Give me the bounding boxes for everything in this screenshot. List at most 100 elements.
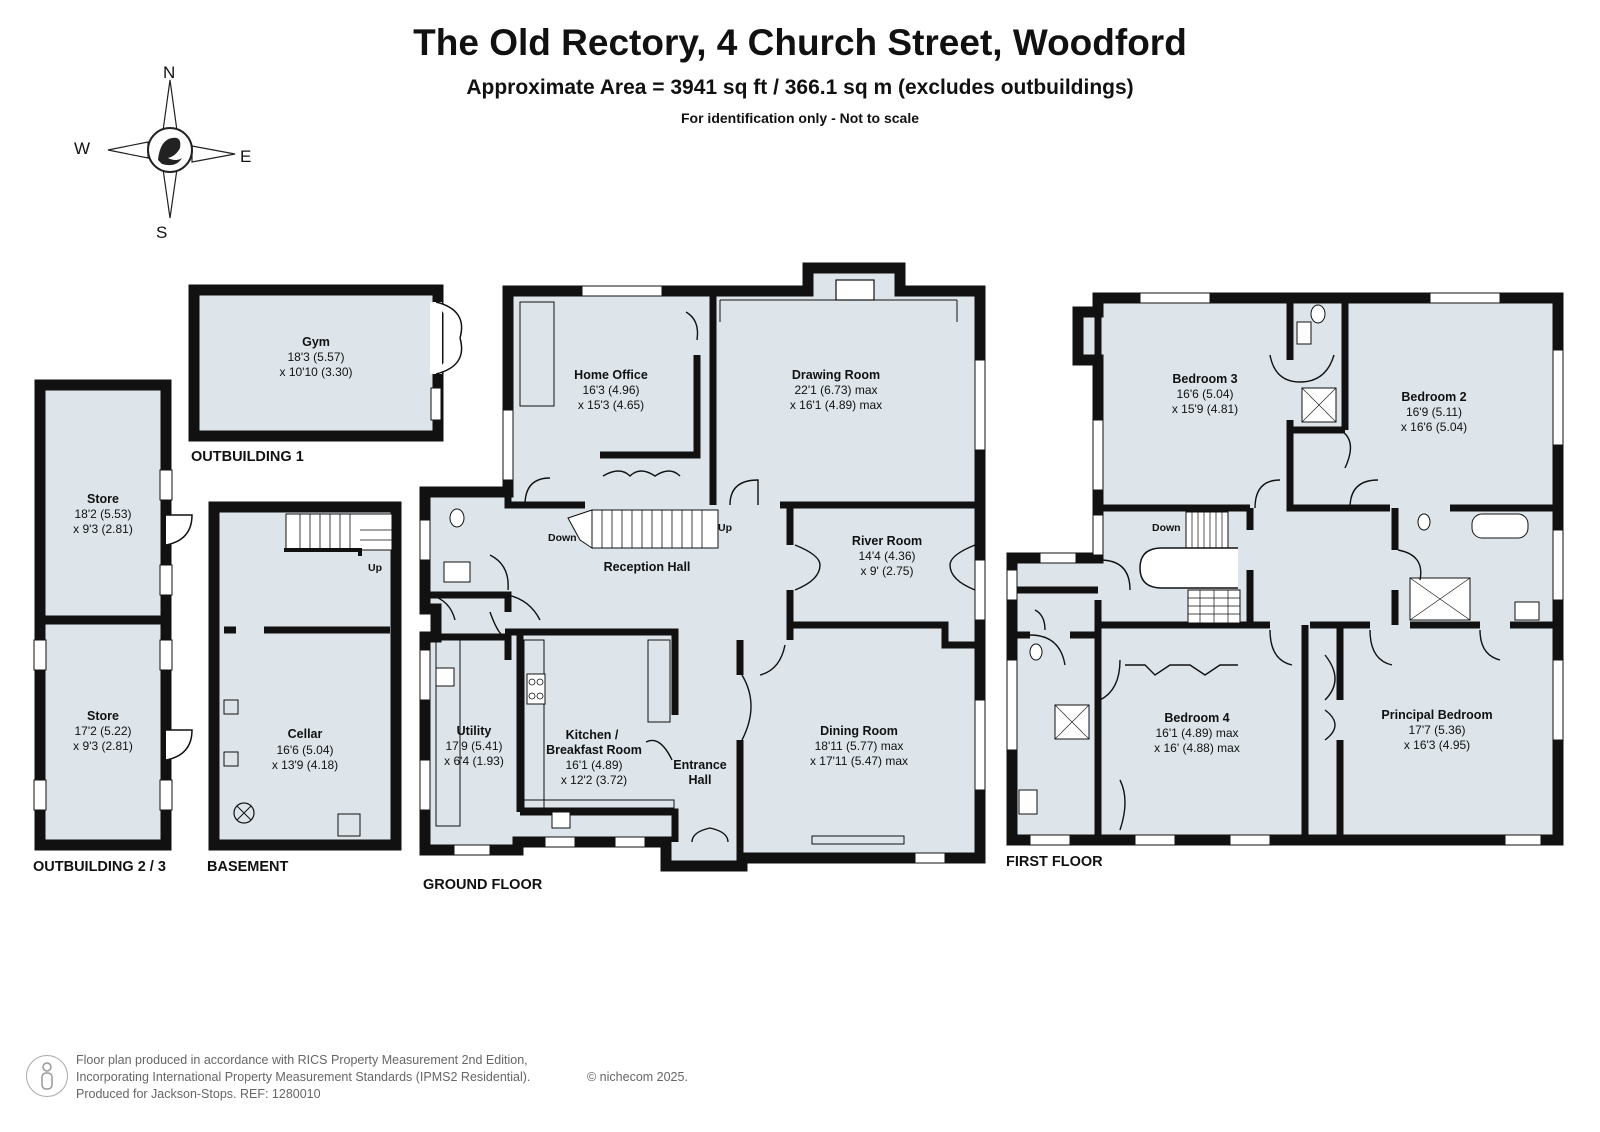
store-door [165, 729, 193, 761]
window [614, 836, 646, 848]
bedroom-2-dim-1: 16'9 (5.11) [1406, 405, 1462, 419]
toilet-icon [1029, 643, 1043, 661]
principal-bedroom-dim-2: x 16'3 (4.95) [1404, 738, 1470, 752]
window [1029, 834, 1071, 846]
home-office-dim-2: x 15'3 (4.65) [578, 398, 644, 412]
bedroom-3-dim-2: x 15'9 (4.81) [1172, 402, 1238, 416]
bedroom-3-dim-1: 16'6 (5.04) [1177, 387, 1234, 401]
river-room-dim-2: x 9' (2.75) [861, 564, 914, 578]
window [1092, 419, 1104, 491]
store-1-dim-2: x 9'3 (2.81) [73, 522, 133, 536]
compass-e: E [240, 147, 251, 166]
gym-window [430, 387, 442, 421]
basement-stairs-up-label: Up [368, 562, 382, 574]
river-room-dim-1: 14'4 (4.36) [859, 549, 916, 563]
utility-name: Utility [457, 724, 492, 738]
ground-stairs-down-label: Down [548, 532, 577, 544]
window [1139, 292, 1211, 304]
stores-block [34, 379, 172, 851]
outbuilding-1-label: OUTBUILDING 1 [191, 449, 304, 465]
basin-icon [443, 561, 471, 583]
ground-floor-label: GROUND FLOOR [423, 877, 543, 893]
window [419, 519, 431, 561]
kitchen-worktop [523, 799, 675, 809]
bathroom-fixtures [1018, 304, 1540, 815]
compass-emblem-mark [158, 137, 182, 166]
bedroom-4-dim-2: x 16' (4.88) max [1154, 741, 1240, 755]
cellar-name: Cellar [288, 727, 323, 741]
first-stairs-down-label: Down [1152, 522, 1181, 534]
store-window [159, 564, 173, 596]
kitchen-worktop [647, 639, 671, 723]
principal-bedroom-name: Principal Bedroom [1381, 708, 1492, 722]
outbuilding-2-3-label: OUTBUILDING 2 / 3 [33, 859, 166, 875]
home-office-dim-1: 16'3 (4.96) [583, 383, 640, 397]
compass-arrow-east [191, 145, 236, 163]
entrance-hall-name-1: Entrance [673, 758, 727, 772]
kitchen-dim-2: x 12'2 (3.72) [561, 773, 627, 787]
store-2-name: Store [87, 709, 119, 723]
basin-icon [1296, 321, 1312, 345]
ground-floor: Down Up Home Office 16'3 (4.96) x 15'3 (… [419, 262, 986, 893]
first-floor-doors [1029, 354, 1501, 831]
window [1134, 834, 1176, 846]
first-floor-outline [1006, 292, 1564, 846]
gym-name: Gym [302, 335, 330, 349]
kitchen-dim-1: 16'1 (4.89) [566, 758, 623, 772]
window [1092, 514, 1104, 556]
dining-room-dim-2: x 17'11 (5.47) max [810, 754, 908, 768]
footer-line-3: Produced for Jackson-Stops. REF: 1280010 [76, 1087, 321, 1101]
compass-n: N [163, 63, 175, 82]
store-window [159, 779, 173, 811]
reception-hall-name: Reception Hall [604, 560, 691, 574]
basin-icon [1018, 789, 1038, 815]
kitchen-sink-icon [551, 811, 571, 829]
toilet-icon [1310, 304, 1326, 324]
boiler-symbol [233, 802, 255, 824]
bedroom-4-dim-1: 16'1 (4.89) max [1156, 726, 1239, 740]
area-summary: Approximate Area = 3941 sq ft / 366.1 sq… [466, 76, 1134, 99]
dining-room-name: Dining Room [820, 724, 898, 738]
store-1-name: Store [87, 492, 119, 506]
ground-floor-doors [429, 311, 976, 843]
kitchen-name-1: Kitchen / [566, 728, 619, 742]
toilet-icon [449, 508, 465, 528]
bedroom-2-dim-2: x 16'6 (5.04) [1401, 420, 1467, 434]
principal-bedroom-dim-1: 17'7 (5.36) [1409, 723, 1466, 737]
gym-door-opening [430, 302, 442, 374]
ground-floor-internal-walls [430, 291, 975, 858]
cellar-dim-2: x 13'9 (4.18) [272, 758, 338, 772]
store-window [33, 639, 47, 671]
first-floor-windows [1006, 292, 1564, 846]
window [1429, 292, 1501, 304]
window [1552, 349, 1564, 446]
dining-room-dim-1: 18'11 (5.77) max [815, 739, 904, 753]
footer: Floor plan produced in accordance with R… [76, 1052, 688, 1103]
gym-dim-1: 18'3 (5.57) [288, 350, 345, 364]
window [1039, 552, 1077, 564]
fireplace [835, 279, 875, 301]
basin-icon [1514, 601, 1540, 621]
store-window [159, 469, 173, 501]
basement: Up Cellar 16'6 (5.04) x 13'9 (4.18) BASE… [207, 501, 402, 875]
store-2-dim-2: x 9'3 (2.81) [73, 739, 133, 753]
first-floor-label: FIRST FLOOR [1006, 854, 1103, 870]
basement-outline [208, 501, 402, 851]
footer-line-1: Floor plan produced in accordance with R… [76, 1053, 528, 1067]
window [1552, 659, 1564, 741]
office-cupboard [519, 301, 555, 407]
window [1504, 834, 1542, 846]
compass-arrow-west [107, 141, 149, 159]
basement-fixture [337, 813, 361, 837]
home-office-name: Home Office [574, 368, 648, 382]
store-1-dim-1: 18'2 (5.53) [75, 507, 132, 521]
window [1006, 569, 1018, 601]
bedroom-2-name: Bedroom 2 [1401, 390, 1466, 404]
cellar-dim-1: 16'6 (5.04) [277, 743, 334, 757]
basement-stairs [284, 513, 393, 556]
window [974, 559, 986, 621]
ground-floor-stairs [567, 509, 719, 549]
window [544, 836, 576, 848]
store-door [165, 514, 193, 546]
